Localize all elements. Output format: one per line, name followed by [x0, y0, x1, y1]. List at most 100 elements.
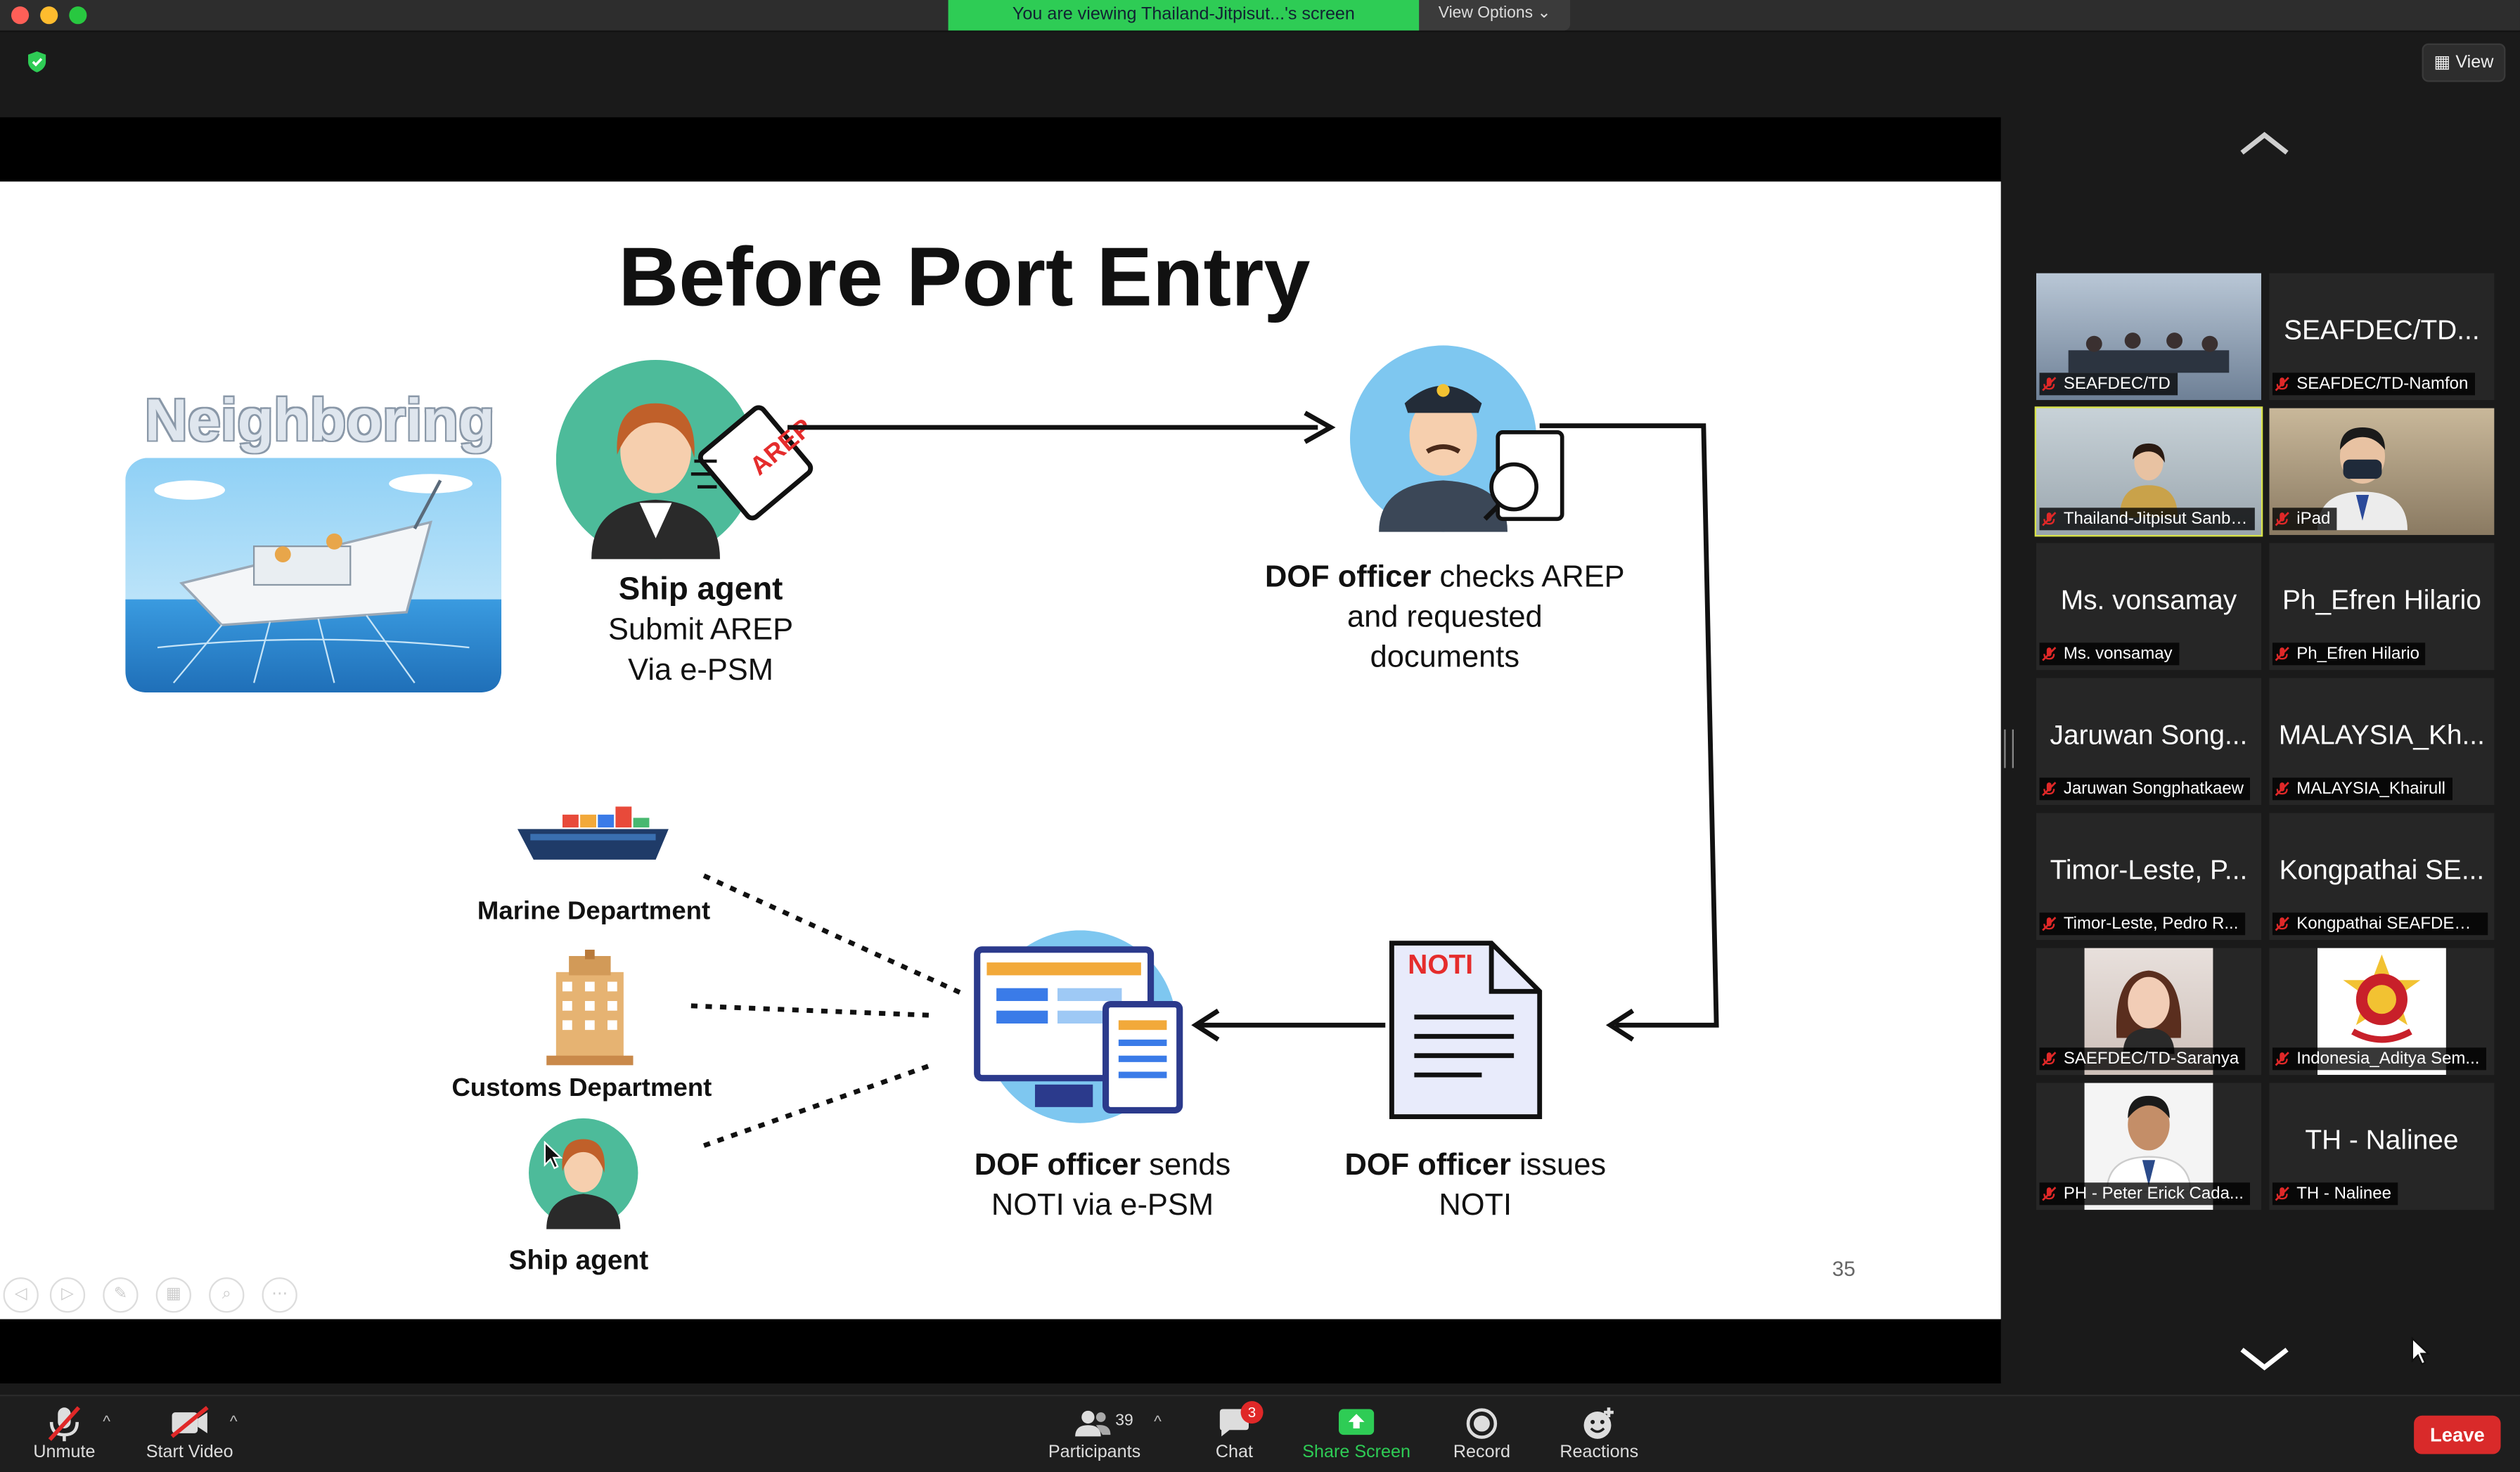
dof-checks-caption: DOF officer checks AREP and requested do…: [1234, 557, 1655, 678]
muted-microphone-icon: [2275, 377, 2289, 392]
maximize-window-button[interactable]: [69, 6, 87, 25]
dof-checks-line3: documents: [1370, 640, 1520, 675]
participant-tile[interactable]: Kongpathai SE...Kongpathai SEAFDEC/...: [2269, 813, 2495, 941]
video-options-caret-icon[interactable]: ^: [229, 1414, 238, 1432]
unmute-button[interactable]: Unmute: [19, 1395, 109, 1472]
smiley-add-icon: [1583, 1407, 1614, 1439]
participant-tile[interactable]: PH - Peter Erick Cada...: [2036, 1083, 2261, 1210]
noti-document-label: NOTI: [1408, 949, 1474, 981]
participant-name-label: SEAFDEC/TD-Namfon: [2272, 373, 2475, 396]
view-layout-button[interactable]: ▦ View: [2422, 43, 2506, 82]
flow-arrows: [690, 411, 1719, 1148]
chat-label: Chat: [1215, 1442, 1253, 1462]
panel-resize-handle[interactable]: [2004, 729, 2014, 768]
pointer-cursor-icon: [2411, 1336, 2430, 1366]
participant-display-name: Ms. vonsamay: [2060, 584, 2237, 616]
record-label: Record: [1453, 1442, 1510, 1462]
participant-tile[interactable]: Thailand-Jitpisut Sanboo...: [2034, 406, 2263, 537]
chat-button[interactable]: 3 Chat: [1199, 1395, 1270, 1472]
participants-count: 39: [1115, 1412, 1133, 1431]
participant-display-name: Jaruwan Song...: [2050, 719, 2248, 751]
chevron-down-icon: ⌄: [1537, 4, 1551, 22]
participant-tile[interactable]: Timor-Leste, P...Timor-Leste, Pedro R...: [2036, 813, 2261, 941]
participant-display-name: Ph_Efren Hilario: [2282, 584, 2481, 616]
leave-meeting-button[interactable]: Leave: [2414, 1415, 2501, 1454]
share-screen-button[interactable]: Share Screen: [1299, 1395, 1415, 1472]
ship-agent-top-caption: Ship agent Submit AREP Via e-PSM: [556, 570, 845, 690]
muted-microphone-icon: [2275, 782, 2289, 796]
audio-options-caret-icon[interactable]: ^: [103, 1414, 111, 1432]
reactions-button[interactable]: Reactions: [1552, 1395, 1646, 1472]
muted-microphone-icon: [2042, 647, 2057, 661]
unmute-label: Unmute: [33, 1442, 96, 1462]
muted-microphone-icon: [2042, 1052, 2057, 1066]
participant-tile[interactable]: SEAFDEC/TD... SEAFDEC/TD-Namfon: [2269, 273, 2495, 401]
start-video-button[interactable]: Start Video: [139, 1395, 241, 1472]
muted-microphone-icon: [2042, 377, 2057, 392]
muted-microphone-icon: [2275, 917, 2289, 931]
participant-name-label: Indonesia_Aditya Sem...: [2272, 1047, 2486, 1071]
computer-devices-icon: [974, 930, 1183, 1123]
record-button[interactable]: Record: [1444, 1395, 1521, 1472]
view-options-label: View Options: [1438, 4, 1534, 22]
participant-tile[interactable]: SEAFDEC/TD: [2036, 273, 2261, 401]
participants-label: Participants: [1048, 1442, 1141, 1462]
video-off-icon: [170, 1406, 209, 1438]
slide-pen-icon[interactable]: ✎: [103, 1277, 139, 1313]
share-screen-label: Share Screen: [1302, 1442, 1410, 1462]
slide-page-number: 35: [1832, 1256, 1856, 1281]
mouse-cursor-icon: [544, 1140, 562, 1170]
participant-tile[interactable]: MALAYSIA_Kh...MALAYSIA_Khairull: [2269, 678, 2495, 806]
participant-name-label: Ms. vonsamay: [2039, 643, 2179, 666]
close-window-button[interactable]: [11, 6, 30, 25]
dof-issues-line2: NOTI: [1439, 1189, 1512, 1223]
ship-agent-small-avatar: [528, 1118, 638, 1229]
participant-display-name: MALAYSIA_Kh...: [2278, 719, 2485, 751]
dof-officer-avatar: [1349, 345, 1564, 532]
participant-name-label: Kongpathai SEAFDEC/...: [2272, 912, 2488, 936]
slide-previous-icon[interactable]: ◁: [3, 1277, 39, 1313]
slide-next-icon[interactable]: ▷: [49, 1277, 86, 1313]
dof-sends-caption: DOF officer sends NOTI via e-PSM: [929, 1146, 1276, 1226]
participant-tile[interactable]: Jaruwan Song...Jaruwan Songphatkaew: [2036, 678, 2261, 806]
participant-name-label: SEAFDEC/TD: [2039, 373, 2178, 396]
dof-issues-bold: DOF officer: [1344, 1149, 1511, 1183]
muted-microphone-icon: [2042, 782, 2057, 796]
slide-zoom-icon[interactable]: ⌕: [209, 1277, 245, 1313]
dof-sends-rest: sends: [1140, 1149, 1231, 1183]
view-options-button[interactable]: View Options ⌄: [1419, 0, 1571, 31]
noti-document-icon: [1389, 941, 1543, 1119]
muted-microphone-icon: [48, 1406, 81, 1442]
participants-button[interactable]: 39 Participants: [1039, 1395, 1151, 1472]
participants-options-caret-icon[interactable]: ^: [1154, 1414, 1162, 1432]
shared-slide: Before Port Entry Neighboring: [0, 181, 2001, 1319]
dof-checks-bold: DOF officer: [1265, 560, 1432, 595]
slide-more-icon[interactable]: ⋯: [262, 1277, 297, 1313]
ship-agent-bottom-label: Ship agent: [508, 1245, 649, 1276]
muted-microphone-icon: [2275, 1052, 2289, 1066]
gallery-scroll-down-icon[interactable]: [2239, 1345, 2290, 1374]
participant-display-name: SEAFDEC/TD...: [2284, 314, 2480, 346]
participant-name-label: Thailand-Jitpisut Sanboo...: [2039, 508, 2255, 531]
chat-unread-badge: 3: [1240, 1401, 1264, 1424]
participant-person-icon: [2119, 443, 2178, 517]
muted-microphone-icon: [2275, 647, 2289, 661]
participant-display-name: TH - Nalinee: [2305, 1124, 2459, 1156]
slide-grid-icon[interactable]: ▦: [155, 1277, 191, 1313]
encryption-shield-icon[interactable]: [26, 50, 49, 74]
shared-screen-letterbox-top: [0, 117, 2001, 182]
view-layout-label: View: [2455, 53, 2494, 72]
dof-sends-bold: DOF officer: [974, 1149, 1141, 1183]
muted-microphone-icon: [2042, 1187, 2057, 1201]
participant-tile[interactable]: Indonesia_Aditya Sem...: [2269, 948, 2495, 1076]
muted-microphone-icon: [2042, 917, 2057, 931]
participant-person-icon: [2317, 427, 2408, 531]
participant-tile[interactable]: iPad: [2269, 408, 2495, 536]
fishing-boat-image: [125, 458, 502, 693]
gallery-scroll-up-icon[interactable]: [2239, 129, 2290, 157]
minimize-window-button[interactable]: [40, 6, 58, 25]
participant-tile[interactable]: SAEFDEC/TD-Saranya: [2036, 948, 2261, 1076]
